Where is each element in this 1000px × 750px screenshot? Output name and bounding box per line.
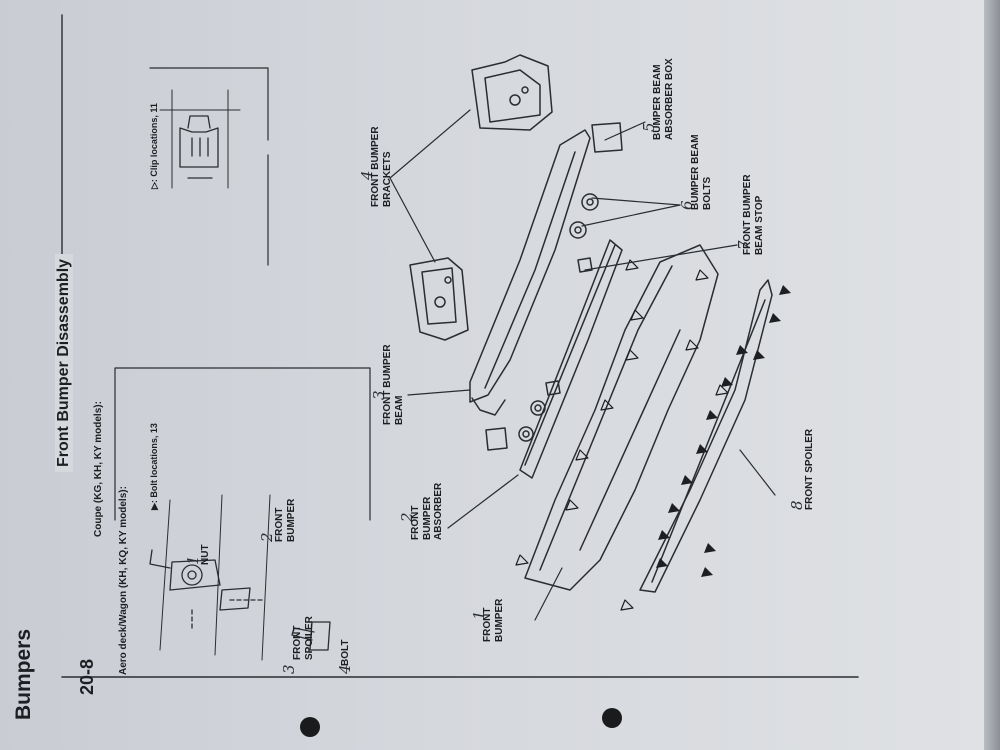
front-bumper-cover [524, 244, 719, 591]
front-bumper-absorber [519, 239, 623, 479]
part-1-label: FRONT BUMPER [482, 598, 505, 642]
part-3-label: FRONT BUMPER BEAM [382, 344, 405, 425]
inset-label-bolt: BOLT [340, 639, 351, 666]
part-6-label: BUMPER BEAM BOLTS [690, 134, 713, 210]
bolt-locations-caption: ▶: Bolt locations, 13 [149, 423, 159, 510]
front-spoiler [639, 279, 773, 593]
front-bumper-bracket-upper [471, 54, 553, 131]
inset-label-front-spoiler-number: 3 [280, 664, 298, 674]
inset-label-front-spoiler: FRONT SPOILER [292, 616, 315, 660]
part-4-label: FRONT BUMPER BRACKETS [370, 126, 393, 207]
inset-label-front-bumper: FRONT BUMPER [274, 498, 297, 542]
clip-markers [515, 259, 729, 611]
part-7-label: FRONT BUMPER BEAM STOP [742, 174, 765, 255]
bolt-markers [656, 285, 791, 577]
page-edge [984, 0, 1000, 750]
clip-inset-frame [149, 67, 269, 266]
front-bumper-beam [469, 129, 591, 416]
model-line-aero: Aero deck/Wagon (KH, KQ, KY models): [118, 486, 129, 675]
clip-locations-caption: ▷: Clip locations, 11 [149, 103, 159, 189]
page-rules [61, 14, 859, 678]
beam-bolts [518, 193, 599, 442]
part-8-label: FRONT SPOILER [804, 428, 815, 510]
part-5-label: BUMPER BEAM ABSORBER BOX [652, 58, 675, 140]
beam-stops [545, 257, 593, 396]
clip-inset-drawing [159, 89, 241, 189]
page-number: 20-8 [77, 658, 97, 695]
model-line-coupe: Coupe (KG, KH, KY models): [93, 401, 104, 537]
inset-label-nut: NUT [200, 544, 211, 565]
bolt-inset-frame [114, 367, 371, 521]
subtitle: Front Bumper Disassembly [55, 253, 73, 472]
binder-hole [602, 708, 622, 728]
section-title: Bumpers [12, 628, 35, 720]
absorber-box-upper [591, 122, 623, 153]
bolt-inset-drawing [149, 494, 331, 661]
binder-hole [300, 717, 320, 737]
leader-lines [389, 109, 776, 621]
front-bumper-bracket-lower [409, 257, 469, 341]
part-2-label: FRONT BUMPER ABSORBER [410, 482, 444, 540]
absorber-box-lower [485, 427, 508, 451]
